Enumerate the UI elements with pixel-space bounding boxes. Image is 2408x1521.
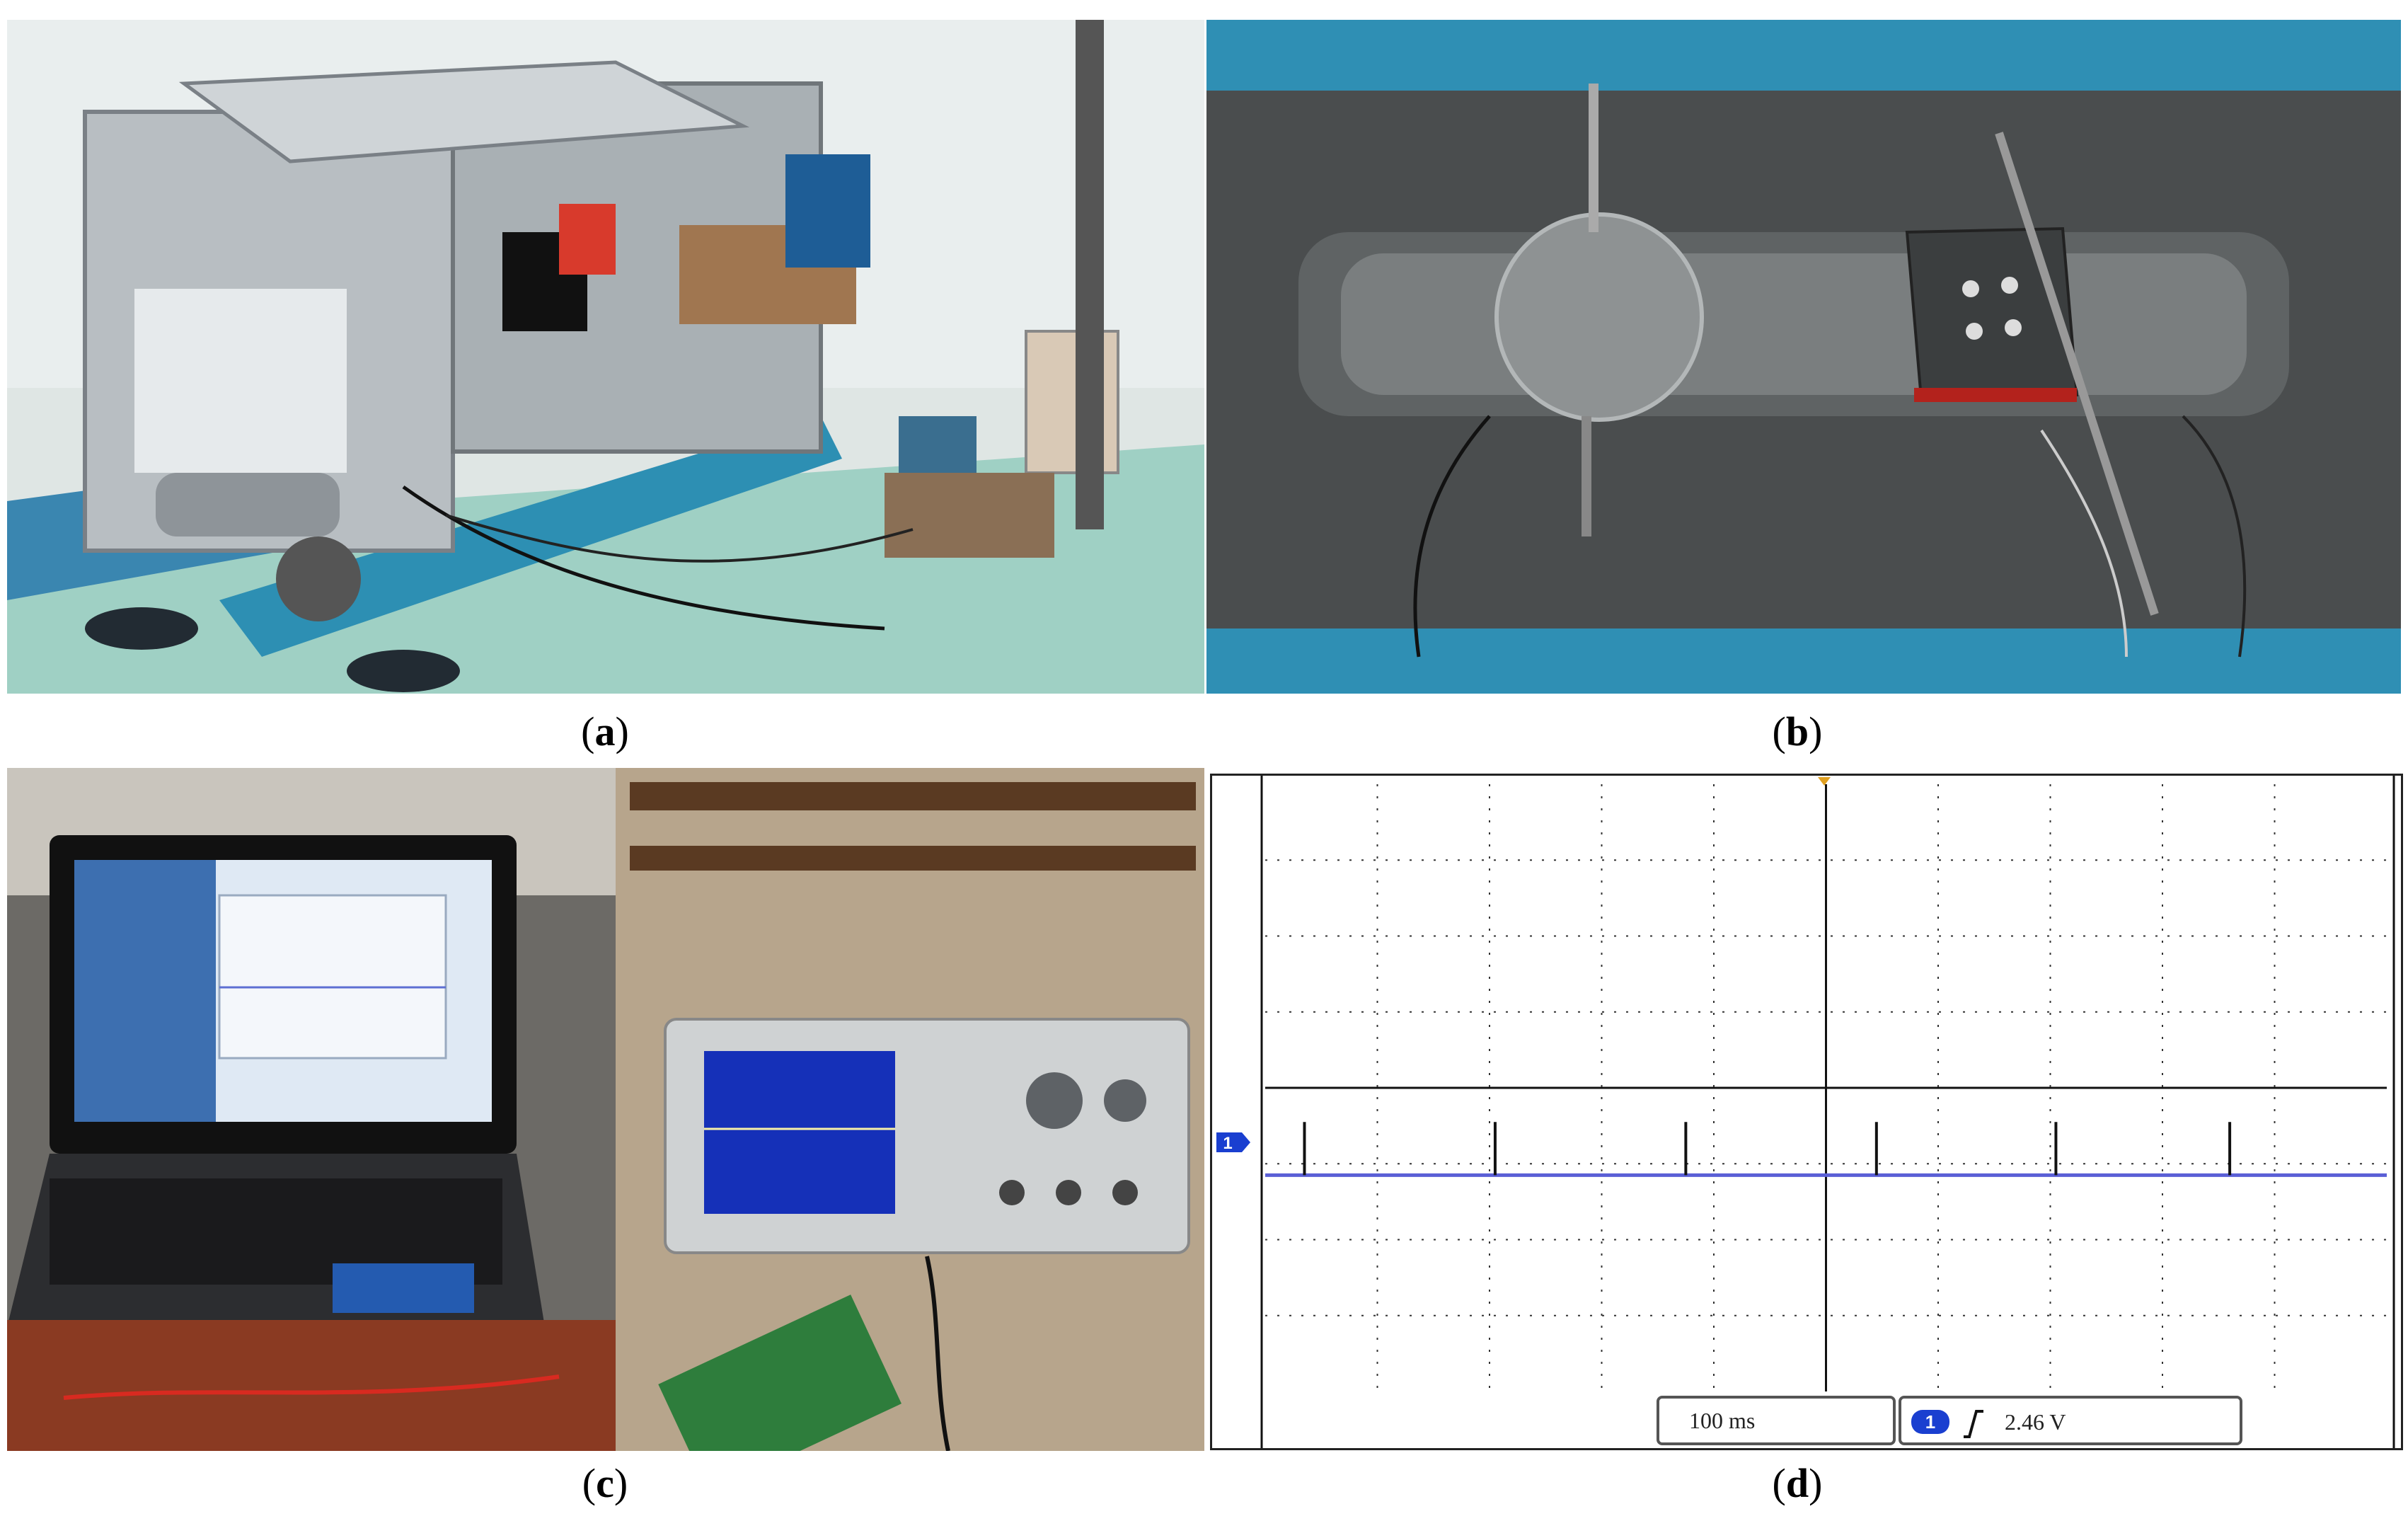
trigger-channel-label: 1 xyxy=(1925,1411,1935,1433)
panel-c xyxy=(7,768,1204,1451)
caption-d: (d) xyxy=(1772,1460,1823,1506)
panel-b xyxy=(1206,20,2401,694)
scope-plot: 1 100 ms 1 2.46 V xyxy=(1216,776,2395,1448)
pavement-photo xyxy=(1206,20,2401,694)
caption-c: (c) xyxy=(582,1460,628,1506)
rising-edge-icon xyxy=(1964,1410,1983,1438)
trigger-level-value: 2.46 V xyxy=(2005,1409,2066,1435)
panel-a xyxy=(7,20,1204,694)
timebase-readout: 100 ms xyxy=(1657,1396,1896,1445)
timebase-value: 100 ms xyxy=(1689,1408,1755,1433)
caption-b: (b) xyxy=(1772,708,1823,754)
trigger-position-marker xyxy=(1818,777,1831,786)
channel-1-marker-label: 1 xyxy=(1223,1134,1232,1153)
laptop-scope-photo xyxy=(7,768,1204,1451)
scope-grid xyxy=(1265,784,2387,1391)
trigger-readout: 1 2.46 V xyxy=(1899,1396,2242,1445)
caption-a: (a) xyxy=(581,708,629,754)
oscilloscope-screen: 1 100 ms 1 2.46 V xyxy=(1210,774,2403,1450)
scope-trace xyxy=(1265,1122,2387,1177)
machine-photo xyxy=(7,20,1204,694)
channel-1-marker: 1 xyxy=(1216,1132,1250,1153)
